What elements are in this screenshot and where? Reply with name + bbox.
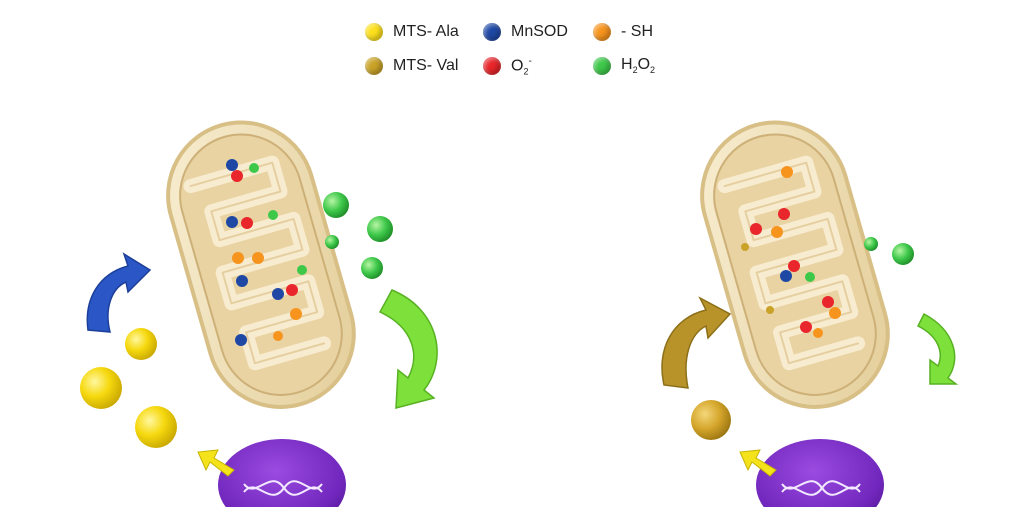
h2o2-molecule (805, 272, 815, 282)
superoxide-molecule (822, 296, 834, 308)
superoxide-molecule (778, 208, 790, 220)
legend-label-mnsod: MnSOD (511, 23, 568, 40)
thiol-molecule (813, 328, 823, 338)
molecules-left-mito (226, 159, 307, 346)
legend-label-hydrogen-peroxide: H2O2 (621, 56, 656, 76)
h2o2-molecule (249, 163, 259, 173)
thiol-molecule (232, 252, 244, 264)
legend-swatch-superoxide (483, 57, 501, 75)
superoxide-molecule (241, 217, 253, 229)
legend-label-superoxide: O2- (511, 55, 532, 77)
legend-swatch-mts-ala (365, 23, 383, 41)
h2o2-molecule (325, 235, 339, 249)
legend-label-mts-ala: MTS- Ala (393, 23, 459, 40)
mts-val-molecule (691, 400, 731, 440)
mnsod-molecule (226, 216, 238, 228)
mnsod-molecule (235, 334, 247, 346)
mts-ala-molecule (125, 328, 157, 360)
import-arrow-gold (661, 296, 732, 389)
legend: MTS- Ala MnSOD - SH MTS- Val O2- H2O2 (365, 20, 665, 82)
mts-ala-molecule (135, 406, 177, 448)
thiol-molecule (829, 307, 841, 319)
legend-item-hydrogen-peroxide: H2O2 (593, 54, 655, 78)
superoxide-molecule (231, 170, 243, 182)
legend-swatch-mts-val (365, 57, 383, 75)
h2o2-molecule (367, 216, 393, 242)
nucleus-right (756, 439, 884, 507)
nucleus (756, 439, 884, 507)
thiol-molecule (273, 331, 283, 341)
h2o2-molecule (268, 210, 278, 220)
thiol-molecule (771, 226, 783, 238)
legend-swatch-sh (593, 23, 611, 41)
legend-label-sh: - SH (621, 23, 653, 40)
h2o2-released-left (323, 192, 393, 279)
mnsod-molecule (226, 159, 238, 171)
molecules-right-mito (741, 166, 841, 338)
nucleus (218, 439, 346, 507)
h2o2-molecule (361, 257, 383, 279)
thiol-molecule (781, 166, 793, 178)
expression-arrow-yellow (739, 449, 777, 477)
mts-ala-molecule (80, 367, 122, 409)
thiol-molecule (290, 308, 302, 320)
import-arrow-blue (86, 252, 152, 333)
release-arrow-green (916, 312, 959, 385)
legend-item-mts-ala: MTS- Ala (365, 20, 459, 44)
expression-arrow-yellow (197, 449, 235, 477)
legend-item-mnsod: MnSOD (483, 20, 568, 44)
legend-item-superoxide: O2- (483, 54, 532, 78)
legend-swatch-mnsod (483, 23, 501, 41)
legend-item-sh: - SH (593, 20, 653, 44)
legend-item-mts-val: MTS- Val (365, 54, 458, 78)
superoxide-molecule (286, 284, 298, 296)
mts-ala-peptides (80, 328, 177, 448)
nucleus-left (218, 439, 346, 507)
thiol-molecule (252, 252, 264, 264)
superoxide-molecule (788, 260, 800, 272)
mnsod-molecule (236, 275, 248, 287)
legend-label-mts-val: MTS- Val (393, 57, 459, 74)
h2o2-molecule (323, 192, 349, 218)
superoxide-molecule (800, 321, 812, 333)
release-arrow-green (378, 289, 438, 409)
mnsod-molecule (780, 270, 792, 282)
h2o2-molecule (297, 265, 307, 275)
superoxide-molecule (750, 223, 762, 235)
mts-val-molecule (741, 243, 749, 251)
h2o2-molecule (892, 243, 914, 265)
legend-swatch-hydrogen-peroxide (593, 57, 611, 75)
mnsod-molecule (272, 288, 284, 300)
mitochondrion-left (166, 120, 356, 409)
mts-val-molecule (766, 306, 774, 314)
h2o2-released-right (864, 237, 914, 265)
h2o2-molecule (864, 237, 878, 251)
